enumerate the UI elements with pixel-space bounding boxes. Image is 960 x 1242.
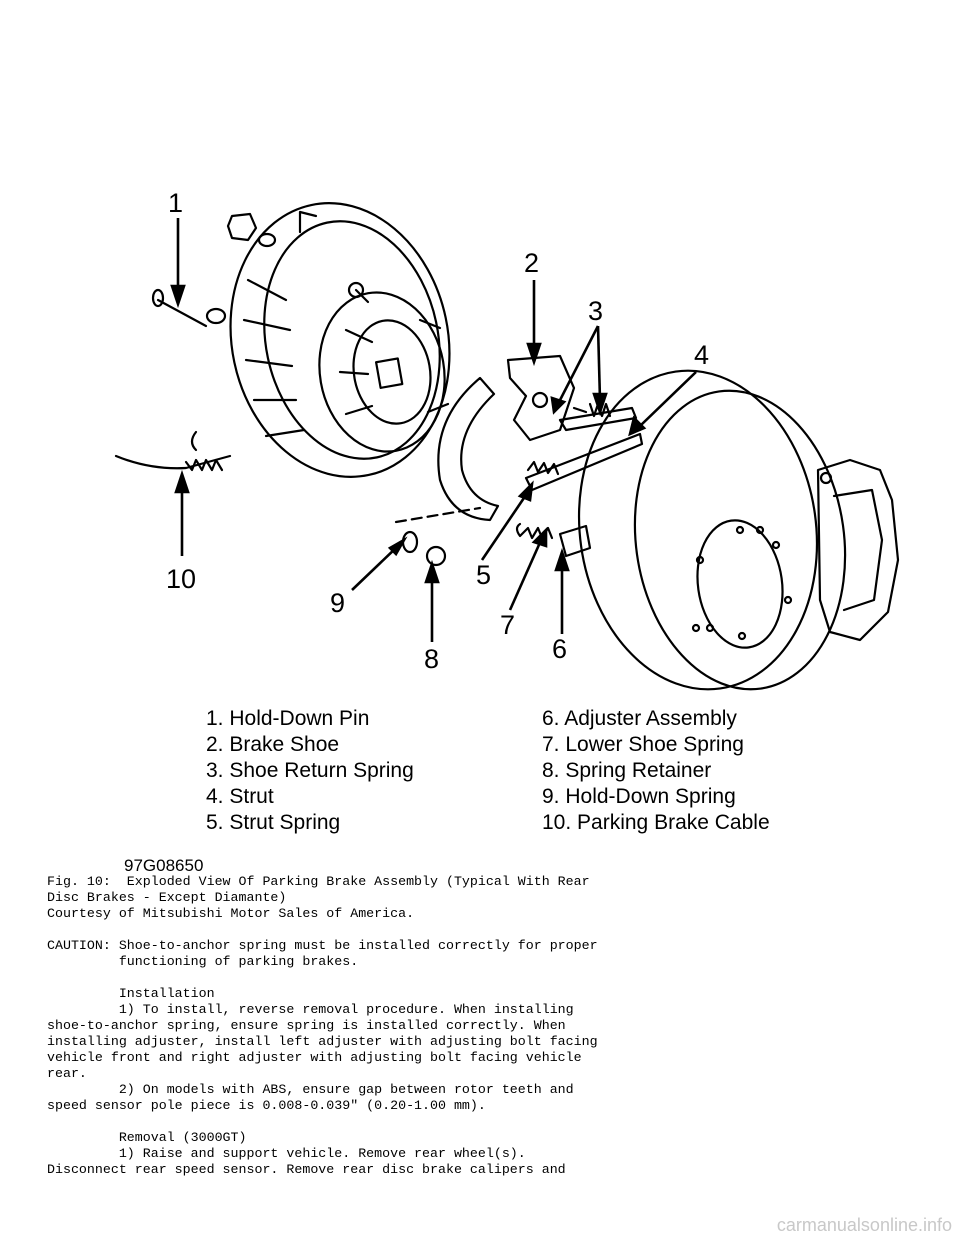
callout-4: 4 [694, 340, 710, 370]
brake-shoe-drawing [437, 354, 576, 522]
section-heading: Removal (3000GT) [47, 1130, 247, 1145]
legend-left: 1. Hold-Down Pin 2. Brake Shoe 3. Shoe R… [206, 706, 414, 836]
legend-item: 6. Adjuster Assembly [542, 707, 737, 730]
caliper-drawing [816, 458, 900, 642]
legend-item: 7. Lower Shoe Spring [542, 733, 744, 756]
legend-item: 2. Brake Shoe [206, 733, 340, 756]
callout-3: 3 [588, 296, 604, 326]
legend-item: 10. Parking Brake Cable [542, 811, 770, 834]
callout-5: 5 [476, 560, 492, 590]
legend-right: 6. Adjuster Assembly 7. Lower Shoe Sprin… [542, 706, 770, 836]
legend-item: 5. Strut Spring [206, 811, 341, 834]
brake-assembly-figure: 1 2 3 4 5 6 7 8 9 10 1. Hold-Down Pin 2.… [114, 188, 900, 875]
exploded-view-drawing [114, 202, 900, 691]
paragraph-line: shoe-to-anchor spring, ensure spring is … [47, 1018, 566, 1033]
caution-note: functioning of parking brakes. [47, 954, 359, 969]
callout-8: 8 [424, 644, 440, 674]
courtesy-line: Courtesy of Mitsubishi Motor Sales of Am… [47, 906, 415, 921]
callout-1: 1 [168, 188, 184, 218]
paragraph-line: 1) To install, reverse removal procedure… [47, 1002, 574, 1017]
manual-text: Fig. 10: Exploded View Of Parking Brake … [47, 874, 937, 1178]
hub-drawing [318, 281, 450, 453]
legend-item: 1. Hold-Down Pin [206, 707, 370, 730]
backing-plate-drawing [229, 202, 451, 478]
paragraph-line: 2) On models with ABS, ensure gap betwee… [47, 1082, 574, 1097]
callout-10: 10 [166, 564, 197, 594]
figure-code: 97G08650 [124, 856, 204, 875]
paragraph-line: vehicle front and right adjuster with ad… [47, 1050, 582, 1065]
legend-item: 4. Strut [206, 785, 274, 808]
leader-arrows [170, 218, 697, 642]
legend-item: 8. Spring Retainer [542, 759, 712, 782]
watermark: carmanualsonline.info [776, 1215, 952, 1235]
legend-item: 3. Shoe Return Spring [206, 759, 414, 782]
caution-note: CAUTION: Shoe-to-anchor spring must be i… [47, 938, 598, 953]
paragraph-line: 1) Raise and support vehicle. Remove rea… [47, 1146, 526, 1161]
legend-item: 9. Hold-Down Spring [542, 785, 736, 808]
callout-7: 7 [500, 610, 516, 640]
callout-6: 6 [552, 634, 568, 664]
paragraph-line: speed sensor pole piece is 0.008-0.039" … [47, 1098, 486, 1113]
figure-caption: Disc Brakes - Except Diamante) [47, 890, 287, 905]
paragraph-line: installing adjuster, install left adjust… [47, 1034, 598, 1049]
paragraph-line: Disconnect rear speed sensor. Remove rea… [47, 1162, 566, 1177]
section-heading: Installation [47, 986, 215, 1001]
callout-9: 9 [330, 588, 346, 618]
callout-2: 2 [524, 248, 540, 278]
rotor-drawing [577, 369, 847, 691]
paragraph-line: rear. [47, 1066, 87, 1081]
figure-caption: Fig. 10: Exploded View Of Parking Brake … [47, 874, 590, 889]
